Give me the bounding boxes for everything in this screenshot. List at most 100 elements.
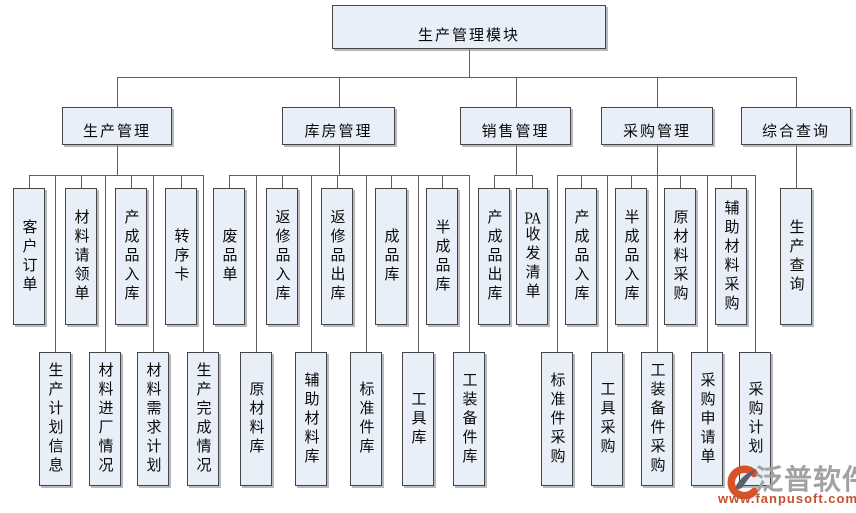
org-node: 辅助材料库 <box>295 352 327 486</box>
org-node: 产成品出库 <box>478 188 510 325</box>
connector-line <box>391 175 392 188</box>
connector-line <box>282 175 283 188</box>
org-node: 成品库 <box>375 188 407 325</box>
org-node-label: 半成品库 <box>433 218 452 295</box>
org-node: 半成品库 <box>426 188 458 325</box>
connector-line <box>607 175 608 352</box>
connector-line <box>105 175 106 352</box>
org-node-label: 工装备件库 <box>460 371 479 467</box>
org-node: 生产计划信息 <box>39 352 71 486</box>
org-node: 标准件采购 <box>541 352 573 486</box>
connector-line <box>631 175 632 188</box>
org-node-label: 生产完成情况 <box>194 362 213 476</box>
connector-line <box>796 77 797 107</box>
org-node-label: 采购计划 <box>746 381 765 457</box>
org-node-branch: 采购管理 <box>601 107 713 145</box>
org-node-label: 成品库 <box>382 228 401 285</box>
org-node-label: 产成品入库 <box>572 209 591 304</box>
connector-line <box>153 175 154 352</box>
org-node: 原材料库 <box>240 352 272 486</box>
org-node-label: 工装备件采购 <box>648 362 667 476</box>
org-node-label: 工具采购 <box>598 381 617 457</box>
org-node-label: 废品单 <box>220 228 239 285</box>
connector-line <box>515 145 517 175</box>
org-node-label: 采购管理 <box>622 122 691 140</box>
connector-line <box>442 175 443 188</box>
connector-line <box>55 175 56 352</box>
connector-line <box>338 77 340 107</box>
org-node-label: 返修品出库 <box>328 209 347 304</box>
org-node-label: 销售管理 <box>481 122 550 140</box>
connector-line <box>81 175 82 188</box>
org-node: 标准件库 <box>350 352 382 486</box>
org-node-label: 生产查询 <box>787 218 806 295</box>
org-node-label: 库房管理 <box>304 122 373 140</box>
org-node: 采购计划 <box>739 352 771 486</box>
connector-line <box>337 175 338 188</box>
org-node-label: 综合查询 <box>761 122 830 140</box>
connector-line <box>755 175 756 352</box>
brand-name: 泛普软件 <box>755 464 856 495</box>
connector-line <box>366 175 367 352</box>
connector-line <box>117 77 118 107</box>
org-node: 生产完成情况 <box>187 352 219 486</box>
org-node: 采购申请单 <box>691 352 723 486</box>
fanpu-watermark: 泛普软件 www.fanpusoft.com <box>702 458 856 512</box>
org-node-branch: 销售管理 <box>460 107 571 145</box>
org-node-label: 标准件采购 <box>548 371 567 467</box>
connector-line <box>338 145 340 175</box>
connector-line <box>29 175 30 188</box>
org-node-root: 生产管理模块 <box>332 5 606 49</box>
org-node-label: 采购申请单 <box>698 371 717 467</box>
connector-line <box>203 175 204 352</box>
org-node-label: 辅助材料库 <box>302 371 321 467</box>
connector-line <box>532 175 533 188</box>
connector-line <box>229 175 230 188</box>
org-node-branch: 生产管理 <box>62 107 172 145</box>
connector-line <box>469 175 470 352</box>
org-node-label: 材料进厂情况 <box>96 362 115 476</box>
connector-line <box>117 77 797 78</box>
connector-line <box>117 145 118 175</box>
org-node: 工装备件采购 <box>641 352 673 486</box>
org-node-label: 产成品入库 <box>122 209 141 304</box>
connector-line <box>796 145 797 188</box>
org-node: 生产查询 <box>780 188 812 325</box>
org-node-label: 生产管理模块 <box>417 26 520 44</box>
connector-line <box>707 175 708 352</box>
org-node: 产成品入库 <box>565 188 597 325</box>
org-node: 半成品入库 <box>615 188 647 325</box>
connector-line <box>657 175 658 352</box>
connector-line <box>229 175 470 176</box>
org-node: 转序卡 <box>165 188 197 325</box>
org-node: 材料请领单 <box>65 188 97 325</box>
connector-line <box>256 175 257 352</box>
org-node-label: 半成品入库 <box>622 209 641 304</box>
connector-line <box>557 175 756 176</box>
org-node-label: 客户订单 <box>20 218 39 295</box>
connector-line <box>680 175 681 188</box>
org-node: 返修品出库 <box>321 188 353 325</box>
org-node: 废品单 <box>213 188 245 325</box>
connector-line <box>311 175 312 352</box>
org-node-branch: 综合查询 <box>741 107 851 145</box>
connector-line <box>494 175 495 188</box>
org-node-label: 原材料库 <box>247 381 266 457</box>
org-node: 客户订单 <box>13 188 45 325</box>
org-node: 返修品入库 <box>266 188 298 325</box>
org-node-label: 返修品入库 <box>273 209 292 304</box>
org-node: 工具采购 <box>591 352 623 486</box>
connector-line <box>181 175 182 188</box>
org-node-label: 产成品出库 <box>485 209 504 304</box>
brand-url: www.fanpusoft.com <box>718 491 856 506</box>
connector-line <box>515 77 517 107</box>
org-node-label: 生产管理 <box>82 122 151 140</box>
org-node: 工具库 <box>402 352 434 486</box>
connector-line <box>731 175 732 188</box>
org-node: 产成品入库 <box>115 188 147 325</box>
org-node-label: 材料请领单 <box>72 209 91 304</box>
org-node-label: 转序卡 <box>172 228 191 285</box>
org-node-label: 标准件库 <box>357 381 376 457</box>
connector-line <box>657 145 658 175</box>
